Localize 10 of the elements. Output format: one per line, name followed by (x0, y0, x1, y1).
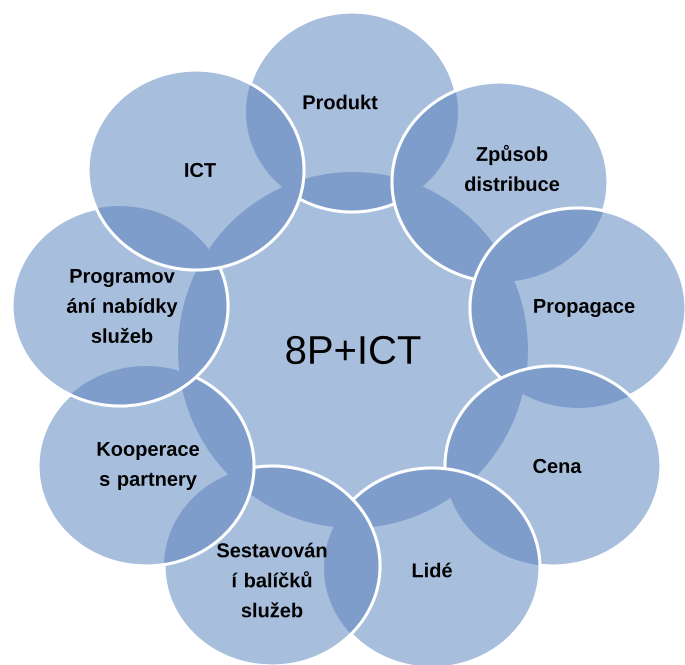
node-label: Lidé (412, 562, 452, 578)
node-label: Produkt (304, 94, 378, 110)
node-label: Kooperace s partnery (98, 442, 199, 490)
node-label: ICT (185, 162, 216, 178)
node-label: Propagace (534, 299, 634, 317)
node-label: Cena (533, 458, 582, 474)
node-label: 8P+ICT (286, 336, 420, 364)
node-label: Programov ání nabídky služeb (66, 269, 178, 343)
node-label: Způsob distribuce (465, 144, 560, 192)
node-label: Sestavován í balíčků služeb (217, 542, 326, 618)
